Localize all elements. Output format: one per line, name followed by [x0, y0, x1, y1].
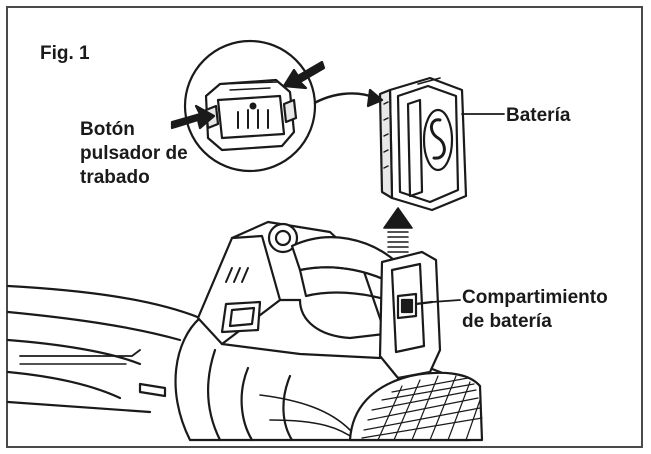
label-battery-compartment: Compartimiento de batería — [462, 286, 608, 334]
figure-frame — [6, 6, 643, 448]
curved-arrow-icon — [304, 88, 384, 110]
label-latch-button-line-1: Botón — [80, 119, 135, 140]
label-compartment-line-1: Compartimiento — [462, 287, 608, 308]
label-compartment-line-2: de batería — [462, 311, 552, 332]
leader-lines — [431, 113, 505, 303]
label-battery: Batería — [506, 105, 571, 126]
air-intake-grille — [348, 371, 484, 442]
blower-tube — [6, 284, 202, 414]
label-latch-button-line-3: trabado — [80, 167, 150, 188]
battery-compartment — [378, 250, 442, 380]
handle-housing — [196, 220, 396, 360]
latch-detail-circle — [170, 39, 326, 173]
label-latch-button-line-2: pulsador de — [80, 143, 188, 164]
battery-pack — [378, 76, 468, 212]
figure-title: Fig. 1 — [40, 43, 90, 64]
insert-arrow-icon — [383, 207, 413, 253]
label-latch-button: Botón pulsador de trabado — [80, 118, 188, 190]
